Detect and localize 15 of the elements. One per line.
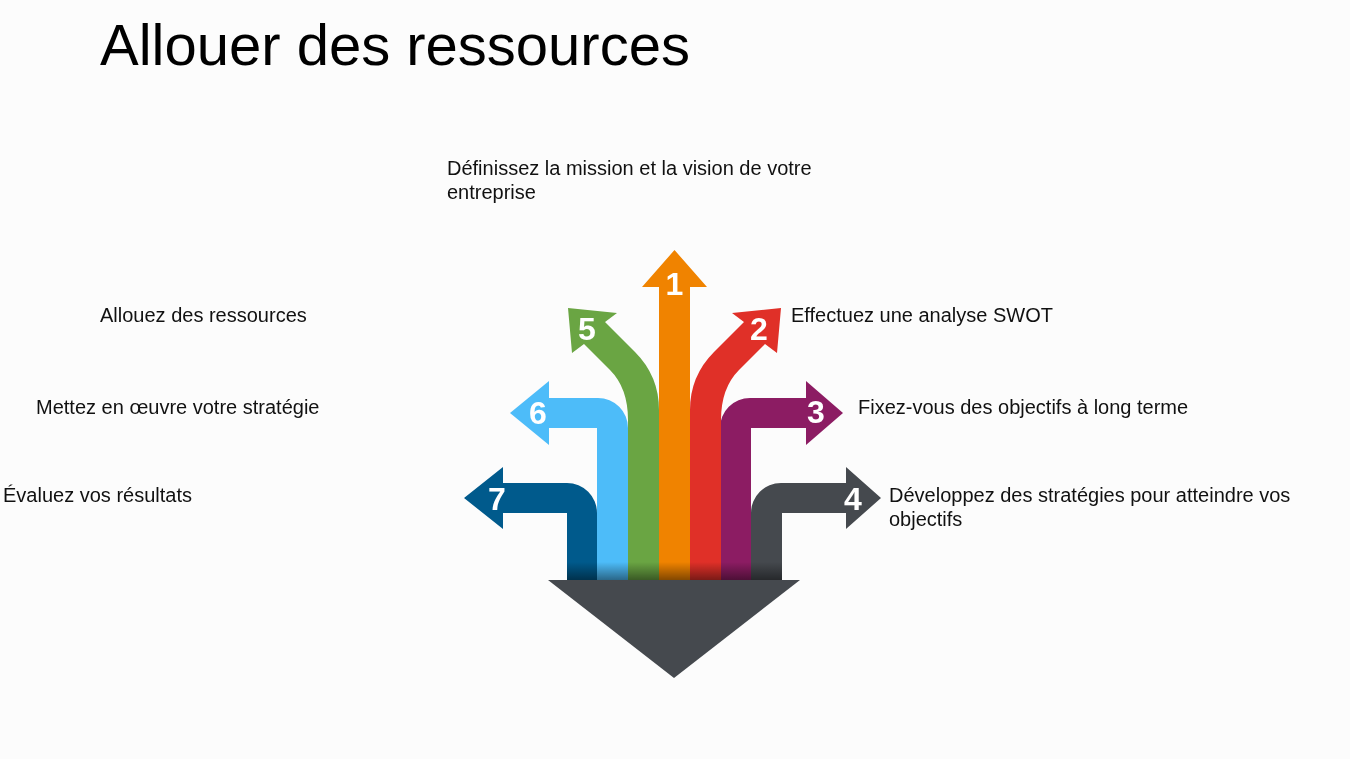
step-number: 5: [578, 313, 596, 345]
step-number: 2: [750, 313, 768, 345]
step-text: Allouez des ressources: [100, 303, 308, 327]
step-number: 4: [844, 483, 862, 515]
step-text: Fixez-vous des objectifs à long terme: [858, 395, 1190, 419]
step-text: Évaluez vos résultats: [3, 483, 193, 507]
step-text: Effectuez une analyse SWOT: [791, 303, 1054, 327]
title: Allouer des ressources: [100, 12, 690, 78]
step-number: 7: [488, 483, 506, 515]
step-number: 3: [807, 396, 825, 428]
step-number: 6: [529, 397, 547, 429]
step-text: Définissez la mission et la vision de votre entreprise: [447, 156, 813, 204]
step-number: 1: [665, 268, 684, 300]
step-text: Mettez en œuvre votre stratégie: [36, 395, 321, 419]
step-text: Développez des stratégies pour atteindre vos objectifs: [889, 483, 1292, 531]
